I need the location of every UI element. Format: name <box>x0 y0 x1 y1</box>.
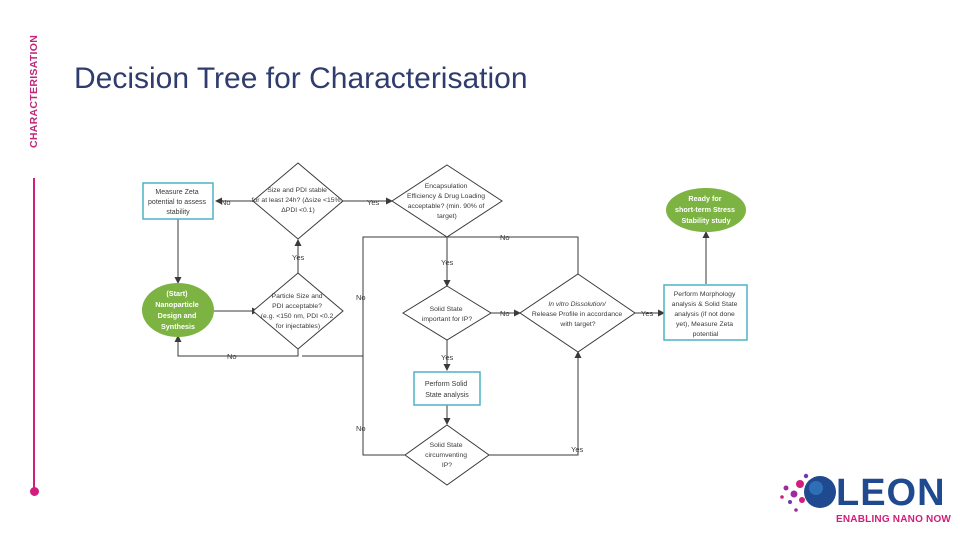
logo-wordmark: LEON <box>836 472 946 514</box>
edge-label-yes: Yes <box>441 258 453 267</box>
svg-text:Perform Morphology analy: Perform Morphology analysis & Solid Stat… <box>672 291 740 338</box>
node-particle-size: Particle Size and PDI acceptable? (e.g. … <box>252 272 344 350</box>
edge-label-no: No <box>500 309 510 318</box>
edge-label-no: No <box>221 198 231 207</box>
svg-text:Solid State circumventin: Solid State circumventing IP? <box>425 442 469 469</box>
svg-text:Perform Solid State anal: Perform Solid State analysis <box>425 381 469 399</box>
edge-label-yes: Yes <box>441 353 453 362</box>
svg-text:Ready for short-term Str: Ready for short-term Stress Stability st… <box>675 194 737 225</box>
node-start: (Start) Nanoparticle Design and Synthesi… <box>142 283 214 337</box>
svg-text:Size and PDI stable for: Size and PDI stable for at least 24h? (Δ… <box>252 187 345 214</box>
edge-labels: No Yes Yes No No No Yes No Yes No Yes Ye… <box>221 198 653 454</box>
node-morphology: Perform Morphology analysis & Solid Stat… <box>663 284 748 341</box>
logo-tagline: ENABLING NANO NOW <box>836 514 952 525</box>
logo-mark-icon <box>780 473 836 512</box>
connectors <box>174 197 710 456</box>
svg-text:Solid State important fo: Solid State important for IP? <box>422 306 472 323</box>
node-circumventing: Solid State circumventing IP? <box>404 424 490 486</box>
node-solid-state-important: Solid State important for IP? <box>402 285 492 341</box>
edge-label-no: No <box>356 293 366 302</box>
node-size-pdi-stable: Size and PDI stable for at least 24h? (Δ… <box>252 162 345 240</box>
edge-label-no: No <box>500 233 510 242</box>
node-perform-solid-state: Perform Solid State analysis <box>413 371 481 406</box>
page-title: Decision Tree for Characterisation <box>74 62 528 95</box>
svg-text:Particle Size and PDI ac: Particle Size and PDI acceptable? (e.g. … <box>261 293 335 330</box>
edge-label-yes: Yes <box>292 253 304 262</box>
leon-logo: LEON ENABLING NANO NOW <box>776 470 951 530</box>
node-ready: Ready for short-term Stress Stability st… <box>666 188 746 232</box>
sidebar-divider <box>33 178 35 490</box>
node-dissolution: In vitro Dissolution/ Release Profile in… <box>519 273 636 353</box>
node-encapsulation: Encapsulation Efficiency & Drug Loading … <box>391 164 503 238</box>
edge-label-yes: Yes <box>367 198 379 207</box>
svg-text:(Start) Nanoparticle: (Start) Nanoparticle Design and Synthesi… <box>155 289 201 331</box>
svg-text:Measure Zeta potential t: Measure Zeta potential to assess stabili… <box>148 189 208 216</box>
edge-label-yes: Yes <box>641 309 653 318</box>
edge-label-yes: Yes <box>571 445 583 454</box>
sidebar-dot <box>29 487 39 496</box>
node-measure-zeta: Measure Zeta potential to assess stabili… <box>142 182 214 220</box>
svg-text:Encapsulation Efficiency: Encapsulation Efficiency & Drug Loading … <box>407 183 487 220</box>
svg-text:In vitro Dissolution/ Re: In vitro Dissolution/ Release Profile in… <box>532 301 624 328</box>
edge-label-no: No <box>356 424 366 433</box>
edge-label-no: No <box>227 352 237 361</box>
